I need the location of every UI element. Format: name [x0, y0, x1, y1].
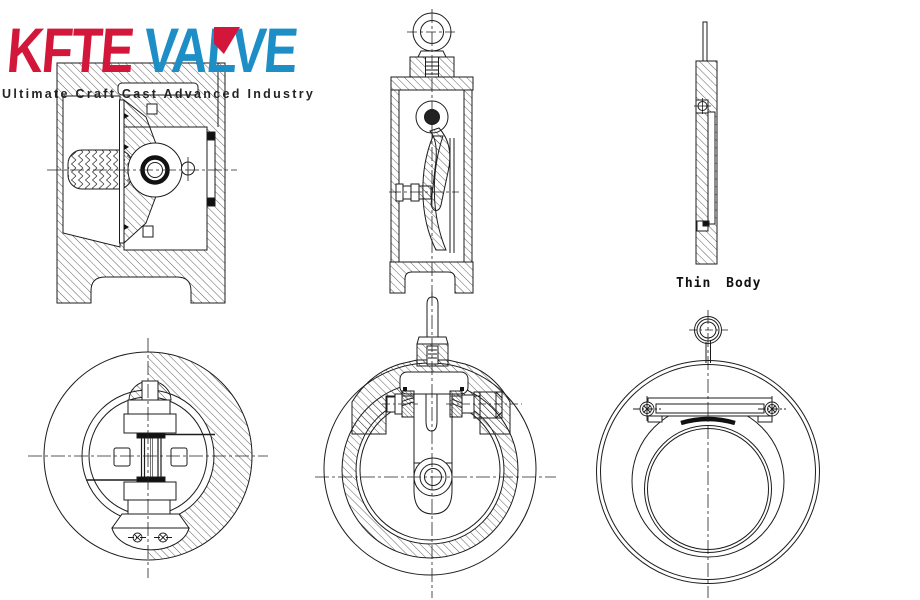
view-swing-front-section [310, 290, 560, 600]
view-dual-plate-front [25, 335, 270, 582]
section-hatch-crescent [148, 352, 252, 560]
logo-text-kfte: KFTE [4, 16, 136, 86]
view-side-section [45, 58, 240, 315]
dual-plate-front-drawing [28, 338, 268, 578]
view-front-section [373, 8, 512, 300]
thin-body-caption: Thin Body [676, 276, 762, 291]
swing-front-drawing [315, 292, 556, 598]
torsion-spring-right [449, 387, 503, 419]
brand-logo: KFTEVALVE [4, 16, 299, 86]
seat-plate [206, 131, 216, 207]
hinge-pin-column [87, 380, 215, 551]
retainer-bolts [128, 532, 173, 543]
view-thin-body [688, 14, 728, 270]
hinge-bolts [633, 396, 786, 421]
hinge-bar [647, 397, 773, 426]
hinge-arm [413, 393, 453, 515]
view-thin-wafer-front [592, 308, 825, 600]
hinge-pin-boss [127, 142, 195, 198]
logo-text-valve: VALVE [140, 16, 300, 86]
thin-body-drawing [694, 21, 718, 265]
side-section-drawing [47, 62, 237, 304]
brand-tagline: Ultimate Craft Cast Advanced Industry [2, 87, 316, 101]
thin-wafer-front-drawing [596, 310, 820, 598]
front-section-drawing [389, 9, 474, 298]
eyebolt-ring [689, 316, 728, 363]
side-plug [395, 183, 432, 202]
hinge-and-disc [415, 100, 455, 253]
thin-body-section [694, 21, 718, 265]
stem-rod [416, 296, 449, 367]
